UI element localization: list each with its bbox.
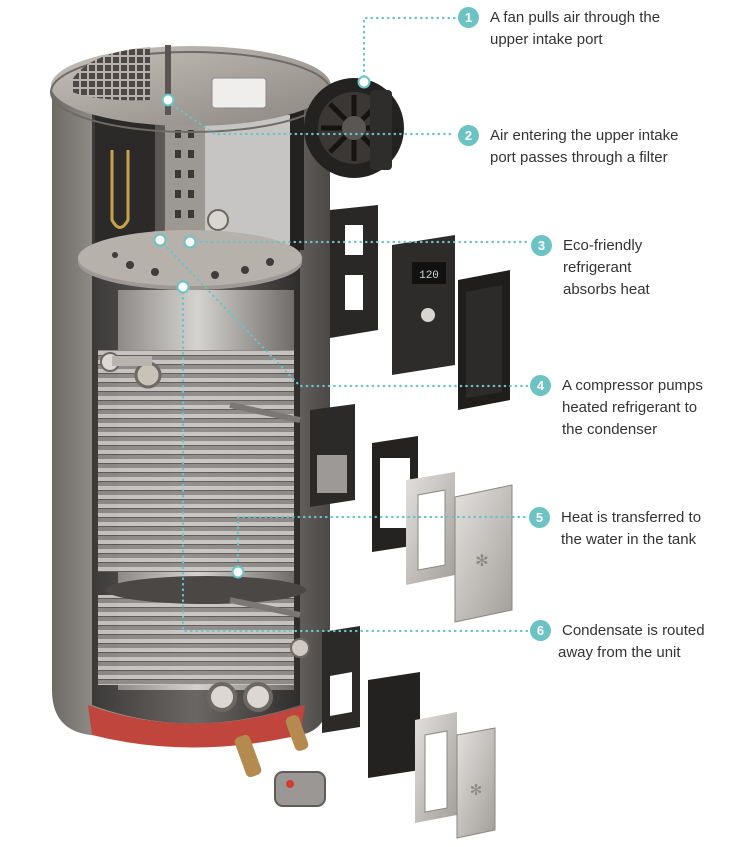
leader-endpoint-6 xyxy=(176,280,190,294)
leader-endpoint-3 xyxy=(183,235,197,249)
pipe-fittings xyxy=(100,352,310,712)
callout-1: 1 A fan pulls air through the upper inta… xyxy=(458,7,660,51)
logo-mark-icon: ✻ xyxy=(475,553,488,570)
leader-lines xyxy=(158,16,532,633)
callout-badge-6: 6 xyxy=(530,620,551,641)
heat-pump-unit xyxy=(50,45,332,807)
callout-text-5: Heat is transferred to the water in the … xyxy=(561,509,702,548)
callout-badge-2: 2 xyxy=(458,125,479,146)
callout-3: 3 Eco-friendly refrigerant absorbs heat xyxy=(531,235,650,301)
callout-text-3: Eco-friendly refrigerant absorbs heat xyxy=(563,237,650,298)
callout-text-2: Air entering the upper intake port passe… xyxy=(490,127,679,166)
lower-bracket: ✻ xyxy=(322,626,496,839)
callout-5: 5 Heat is transferred to the water in th… xyxy=(529,507,701,551)
control-panel: 120 xyxy=(392,235,455,375)
mid-bracket xyxy=(310,404,418,552)
front-cover-dark xyxy=(458,270,510,410)
refrigerant-pipe-icon xyxy=(110,150,130,229)
water-tank xyxy=(98,290,306,690)
leader-endpoint-4 xyxy=(153,233,167,247)
callout-badge-1: 1 xyxy=(458,7,479,28)
callout-text-6: Condensate is routed away from the unit xyxy=(558,622,705,661)
leader-endpoints xyxy=(153,75,371,579)
leader-endpoint-2 xyxy=(161,93,175,107)
callout-badge-4: 4 xyxy=(530,375,551,396)
display-readout: 120 xyxy=(419,270,439,282)
access-panel-upper: ✻ xyxy=(406,472,513,623)
control-bracket xyxy=(330,205,378,338)
callout-badge-5: 5 xyxy=(529,507,550,528)
callout-6: 6 Condensate is routed away from the uni… xyxy=(530,620,705,664)
leader-endpoint-5 xyxy=(231,565,245,579)
leader-line-5 xyxy=(236,515,527,574)
callout-badge-3: 3 xyxy=(531,235,552,256)
callout-4: 4 A compressor pumps heated refrigerant … xyxy=(530,375,703,441)
callout-text-4: A compressor pumps heated refrigerant to… xyxy=(562,377,703,438)
callout-text-1: A fan pulls air through the upper intake… xyxy=(490,9,661,48)
evaporator-section xyxy=(95,110,304,260)
leader-line-6 xyxy=(181,285,530,633)
leader-endpoint-1 xyxy=(357,75,371,89)
callout-2: 2 Air entering the upper intake port pas… xyxy=(458,125,678,169)
fan-assembly xyxy=(304,78,404,178)
leader-line-1 xyxy=(362,16,459,84)
leader-line-4 xyxy=(158,238,530,388)
logo-mark-icon-lower: ✻ xyxy=(470,782,483,799)
divider-plate xyxy=(78,230,302,290)
brass-fittings xyxy=(234,715,326,807)
